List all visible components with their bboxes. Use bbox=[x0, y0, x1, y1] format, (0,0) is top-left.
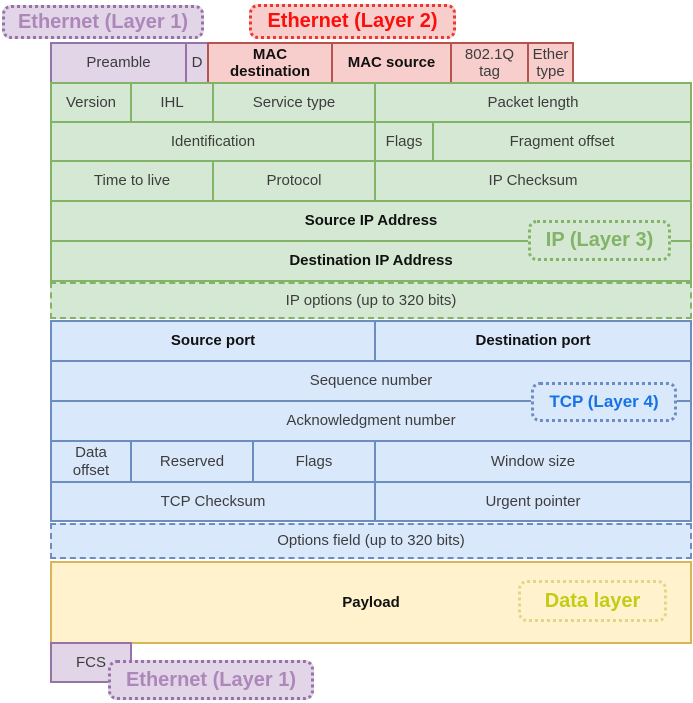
label-data-layer: Data layer bbox=[518, 580, 667, 622]
cell-ether-type: Ether type bbox=[527, 42, 574, 84]
cell-ip-identification: Identification bbox=[50, 121, 376, 162]
label-ethernet-layer1-top: Ethernet (Layer 1) bbox=[2, 5, 204, 39]
cell-tcp-data-offset: Data offset bbox=[50, 440, 132, 483]
cell-tcp-checksum: TCP Checksum bbox=[50, 481, 376, 522]
cell-ip-version: Version bbox=[50, 82, 132, 123]
cell-ip-fragment-offset: Fragment offset bbox=[432, 121, 692, 162]
cell-tcp-flags: Flags bbox=[252, 440, 376, 483]
cell-tcp-source-port: Source port bbox=[50, 320, 376, 362]
cell-tcp-destination-port: Destination port bbox=[374, 320, 692, 362]
label-tcp-layer4: TCP (Layer 4) bbox=[531, 382, 677, 422]
cell-preamble: Preamble bbox=[50, 42, 187, 84]
label-ethernet-layer1-bottom: Ethernet (Layer 1) bbox=[108, 660, 314, 700]
cell-mac-source: MAC source bbox=[331, 42, 452, 84]
cell-ip-ihl: IHL bbox=[130, 82, 214, 123]
cell-ip-options: IP options (up to 320 bits) bbox=[50, 282, 692, 319]
cell-ip-time-to-live: Time to live bbox=[50, 160, 214, 202]
cell-sfd: D bbox=[185, 42, 209, 84]
cell-tcp-options: Options field (up to 320 bits) bbox=[50, 523, 692, 559]
cell-ip-packet-length: Packet length bbox=[374, 82, 692, 123]
cell-tcp-urgent-pointer: Urgent pointer bbox=[374, 481, 692, 522]
cell-ip-service-type: Service type bbox=[212, 82, 376, 123]
cell-ip-flags: Flags bbox=[374, 121, 434, 162]
label-ethernet-layer2: Ethernet (Layer 2) bbox=[249, 4, 456, 39]
cell-vlan-tag: 802.1Q tag bbox=[450, 42, 529, 84]
cell-tcp-reserved: Reserved bbox=[130, 440, 254, 483]
cell-tcp-window-size: Window size bbox=[374, 440, 692, 483]
cell-mac-destination: MAC destination bbox=[207, 42, 333, 84]
cell-ip-checksum: IP Checksum bbox=[374, 160, 692, 202]
cell-ip-protocol: Protocol bbox=[212, 160, 376, 202]
label-ip-layer3: IP (Layer 3) bbox=[528, 220, 671, 261]
